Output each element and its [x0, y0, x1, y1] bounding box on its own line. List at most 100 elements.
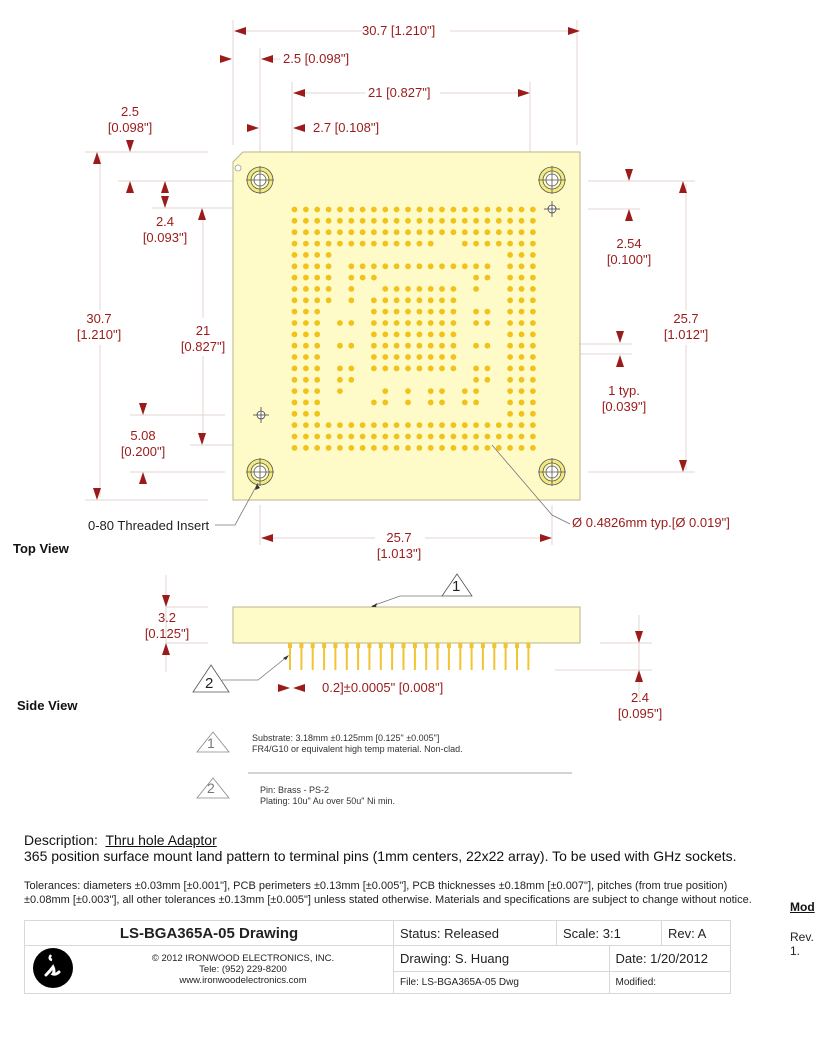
dim-insert-offset-y: 2.5 [0.098"] — [107, 104, 153, 135]
dim-grid-span-y: 21 [0.827"] — [180, 323, 226, 354]
bga-pad — [518, 376, 525, 383]
pin — [310, 643, 315, 648]
bga-pad — [518, 274, 525, 281]
bga-pad — [530, 297, 536, 304]
bga-pad — [303, 331, 309, 338]
dim-overall-height: 30.7 [1.210"] — [76, 311, 122, 342]
bga-pad — [416, 354, 423, 360]
dim-overall-width: 30.7 [1.210"] — [362, 23, 436, 38]
bga-pad — [473, 240, 479, 247]
bga-pad — [473, 433, 479, 440]
bga-pad — [291, 320, 298, 326]
side-marker-2: 2 — [205, 675, 214, 692]
bga-pad — [405, 217, 411, 224]
bga-pad — [337, 320, 343, 326]
bga-pad — [348, 422, 355, 428]
bga-pad — [530, 422, 536, 428]
bga-pad — [518, 342, 525, 349]
bga-pad — [314, 365, 321, 372]
bga-pad — [507, 229, 513, 236]
bga-pad — [473, 365, 479, 372]
pin — [311, 647, 314, 670]
bga-pad — [495, 229, 502, 236]
bga-pad — [507, 308, 513, 315]
bga-pad — [348, 320, 355, 326]
bga-pad — [518, 252, 525, 258]
bga-pad — [530, 399, 536, 406]
dim-insert-span-y: 25.7 [1.012"] — [663, 311, 709, 342]
bga-pad — [484, 308, 491, 315]
pin — [357, 647, 360, 670]
bga-pad — [291, 217, 298, 224]
bga-pad — [325, 433, 332, 440]
bga-pad — [518, 422, 525, 428]
bga-pad — [507, 286, 513, 292]
bga-pad — [518, 354, 525, 360]
pin — [299, 643, 304, 648]
bga-pad — [518, 217, 525, 224]
bga-pad — [439, 445, 445, 451]
bga-pad — [303, 433, 309, 440]
bga-pad — [337, 217, 343, 224]
tolerances: Tolerances: diameters ±0.03mm [±0.001"],… — [24, 880, 752, 906]
bga-pad — [314, 217, 321, 224]
bga-pad — [427, 286, 434, 292]
bga-pad — [348, 206, 355, 213]
bga-pad — [518, 263, 525, 270]
bga-pad — [484, 217, 491, 224]
bga-pad — [371, 445, 377, 451]
pin — [323, 647, 326, 670]
bga-pad — [303, 297, 309, 304]
bga-pad — [530, 320, 536, 326]
pin — [413, 647, 416, 670]
bga-pad — [303, 422, 309, 428]
bga-pad — [416, 445, 423, 451]
bga-pad — [303, 286, 309, 292]
status: Status: Released — [393, 920, 557, 946]
bga-pad — [530, 388, 536, 394]
bga-pad — [439, 286, 445, 292]
bga-pad — [461, 217, 468, 224]
bga-pad — [314, 422, 321, 428]
bga-pad — [393, 445, 400, 451]
bga-pad — [291, 354, 298, 360]
bga-pad — [416, 331, 423, 338]
note-marker-2: 2 — [207, 780, 215, 796]
mod-heading: Mod — [790, 900, 815, 914]
bga-pad — [382, 422, 389, 428]
bga-pad — [405, 320, 411, 326]
bga-pad — [393, 320, 400, 326]
threaded-insert-callout: 0-80 Threaded Insert — [88, 518, 210, 533]
description-text: 365 position surface mount land pattern … — [24, 848, 737, 864]
pin — [526, 643, 531, 648]
bga-pad — [450, 342, 457, 349]
bga-pad — [473, 388, 479, 394]
bga-pad — [371, 331, 377, 338]
bga-pad — [507, 410, 513, 417]
pin — [515, 643, 519, 648]
bga-pad — [507, 263, 513, 270]
bga-pad — [291, 206, 298, 213]
bga-pad — [507, 252, 513, 258]
top-view-label: Top View — [13, 541, 69, 556]
modified: Modified: — [608, 970, 731, 995]
bga-pad — [291, 252, 298, 258]
note-1: Substrate: 3.18mm ±0.125mm [0.125" ±0.00… — [252, 733, 463, 754]
bga-pad — [371, 365, 377, 372]
bga-pad — [382, 217, 389, 224]
bga-pad — [507, 320, 513, 326]
bga-pad — [382, 365, 389, 372]
bga-pad — [495, 445, 502, 451]
bga-pad — [427, 229, 434, 236]
pin — [379, 647, 382, 670]
bga-pad — [291, 342, 298, 349]
bga-pad — [461, 433, 468, 440]
bga-pad — [405, 263, 411, 270]
pin — [367, 643, 372, 648]
bga-pad — [439, 342, 445, 349]
bga-pad — [530, 274, 536, 281]
pin — [516, 647, 518, 670]
bga-pad — [507, 433, 513, 440]
bga-pad — [530, 376, 536, 383]
dim-grid-offset-y: 2.4 [0.093"] — [142, 214, 188, 245]
